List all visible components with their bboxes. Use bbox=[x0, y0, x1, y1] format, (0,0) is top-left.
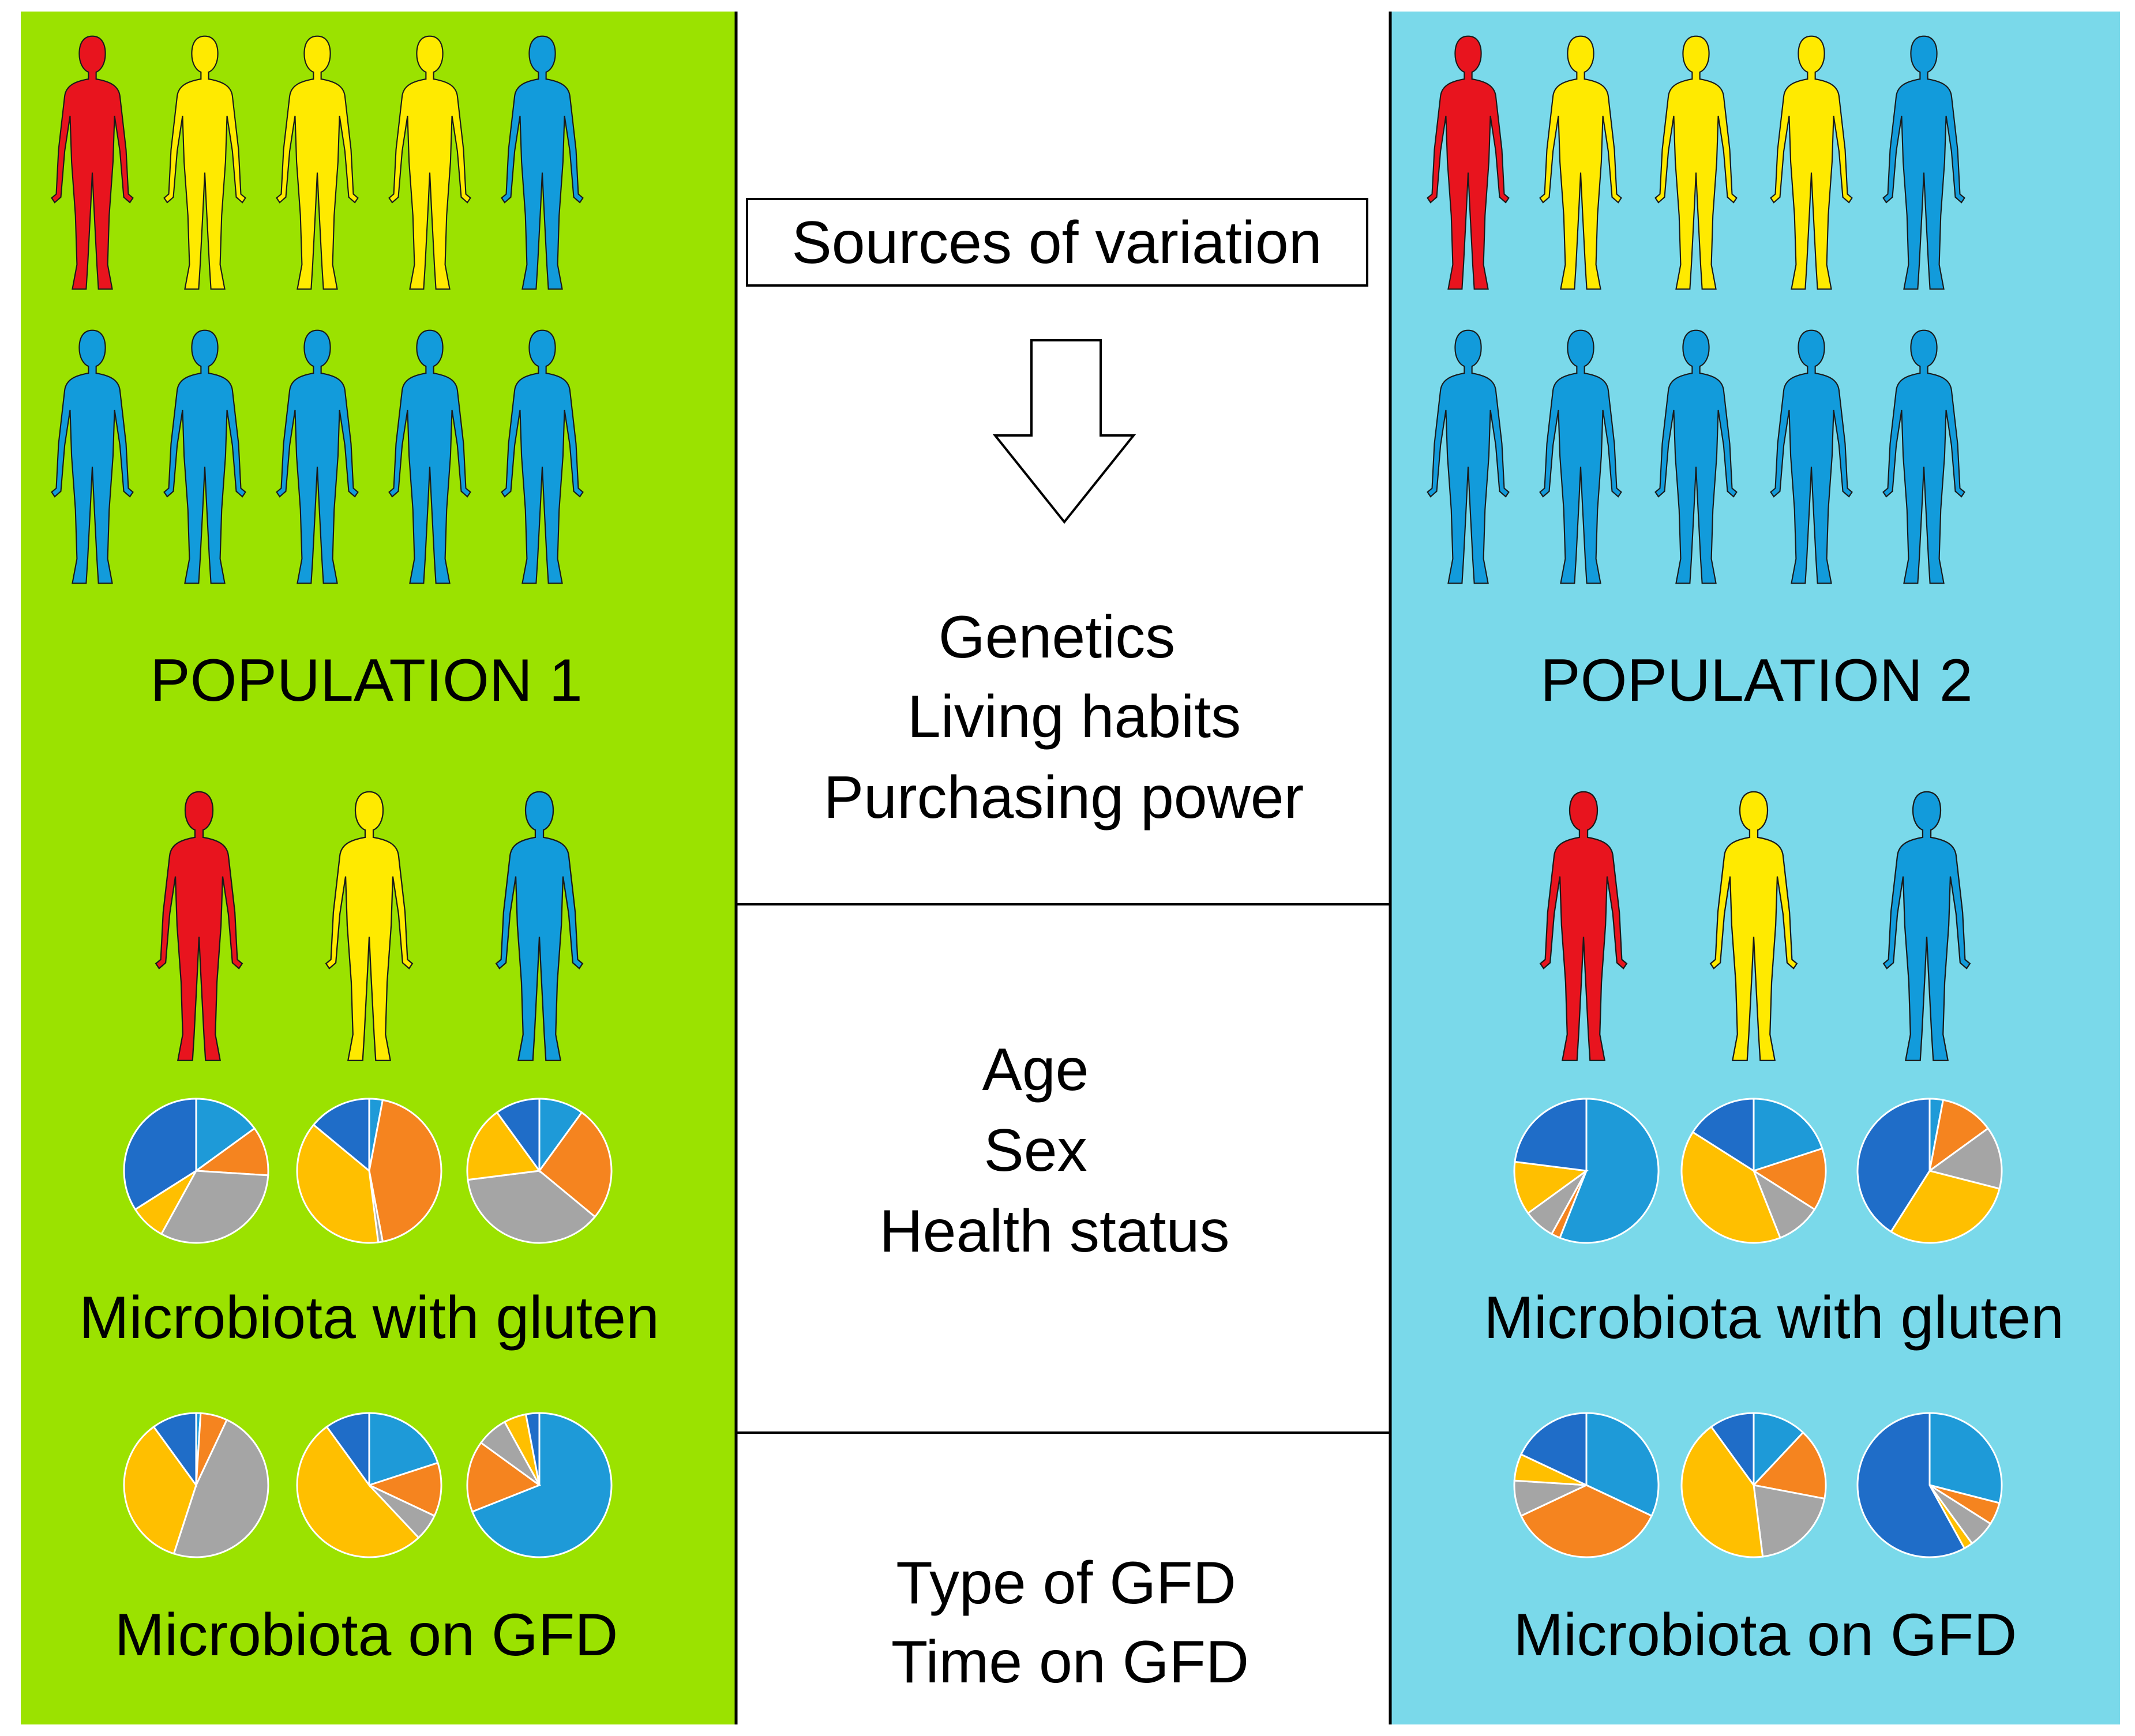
pie-slice-gray bbox=[1753, 1484, 1826, 1558]
variation-item: Time on GFD bbox=[891, 1629, 1249, 1696]
population-1-title: POPULATION 1 bbox=[150, 647, 582, 714]
pie-slice-light-blue bbox=[368, 1412, 439, 1487]
pie-slice-orange bbox=[193, 1127, 269, 1177]
variation-group-1: Genetics Living habits Purchasing power bbox=[824, 604, 1304, 831]
pie-slice-orange bbox=[1519, 1484, 1653, 1558]
pie-slice-gray bbox=[160, 1170, 269, 1244]
pie-slice-yellow bbox=[296, 1123, 380, 1244]
pie-slice-yellow bbox=[1680, 1130, 1781, 1244]
microbiota-pie-chart bbox=[1856, 1098, 2003, 1244]
pie-slice-dark-blue bbox=[1856, 1098, 1931, 1233]
population-2-gfd-label: Microbiota on GFD bbox=[1514, 1602, 2017, 1669]
population-1-gluten-label: Microbiota with gluten bbox=[79, 1284, 659, 1351]
variation-item: Purchasing power bbox=[824, 764, 1304, 831]
pie-slice-light-blue bbox=[195, 1098, 256, 1173]
microbiota-pie-chart bbox=[1680, 1412, 1827, 1558]
pie-slice-light-blue bbox=[471, 1412, 613, 1558]
microbiota-pie-chart bbox=[1513, 1098, 1660, 1244]
pie-slice-dark-blue bbox=[123, 1098, 197, 1211]
microbiota-pie-chart bbox=[1513, 1412, 1660, 1558]
population-1-gluten-pies bbox=[123, 1098, 613, 1244]
pie-slice-gray bbox=[172, 1418, 269, 1558]
variation-item: Genetics bbox=[939, 604, 1175, 671]
variation-item: Health status bbox=[880, 1198, 1230, 1265]
pie-slice-light-blue bbox=[1753, 1412, 1804, 1487]
variation-group-3: Type of GFD Time on GFD bbox=[891, 1550, 1249, 1696]
population-2-gluten-pies bbox=[1513, 1098, 2003, 1244]
microbiota-pie-chart bbox=[1856, 1412, 2003, 1558]
microbiota-pie-chart bbox=[296, 1098, 442, 1244]
microbiota-pie-chart bbox=[466, 1098, 613, 1244]
population-2-gfd-pies bbox=[1513, 1412, 2003, 1558]
pie-slice-gray bbox=[1927, 1127, 2003, 1190]
variation-item: Type of GFD bbox=[896, 1550, 1236, 1617]
pie-slice-yellow bbox=[123, 1425, 197, 1555]
variation-item: Age bbox=[982, 1036, 1089, 1103]
pie-slice-orange bbox=[1928, 1099, 1990, 1173]
pie-slice-light-blue bbox=[1928, 1412, 2003, 1504]
pie-slice-dark-blue bbox=[152, 1412, 197, 1488]
pie-slice-gray bbox=[467, 1170, 596, 1244]
variation-item: Sex bbox=[984, 1117, 1087, 1184]
pie-slice-dark-blue bbox=[1856, 1412, 1966, 1558]
pie-slice-dark-blue bbox=[325, 1412, 370, 1488]
pie-slice-orange bbox=[366, 1461, 442, 1517]
pie-slice-yellow bbox=[1889, 1170, 2001, 1244]
pie-slice-light-blue bbox=[538, 1098, 583, 1174]
down-arrow-icon bbox=[992, 339, 1136, 524]
pie-slice-dark-blue bbox=[1710, 1412, 1755, 1488]
microbiota-pie-chart bbox=[296, 1412, 442, 1558]
microbiota-pie-chart bbox=[1680, 1098, 1827, 1244]
microbiota-pie-chart bbox=[123, 1412, 269, 1558]
microbiota-pie-chart bbox=[466, 1412, 613, 1558]
pie-slice-orange bbox=[1751, 1147, 1827, 1211]
pie-slice-dark-blue bbox=[1691, 1098, 1755, 1173]
microbiota-pie-chart bbox=[123, 1098, 269, 1244]
pie-slice-gray bbox=[1751, 1168, 1816, 1239]
pie-slice-orange bbox=[538, 1111, 613, 1218]
pie-slice-dark-blue bbox=[1519, 1412, 1588, 1487]
pie-slice-dark-blue bbox=[1514, 1098, 1588, 1172]
pie-slice-yellow bbox=[296, 1425, 420, 1558]
pie-slice-orange bbox=[368, 1099, 442, 1243]
pie-slice-light-blue bbox=[1585, 1412, 1660, 1517]
population-2-title: POPULATION 2 bbox=[1540, 647, 1972, 714]
pie-slice-orange bbox=[466, 1441, 542, 1513]
population-1-gfd-pies bbox=[123, 1412, 613, 1558]
pie-slice-yellow bbox=[1680, 1425, 1764, 1558]
pie-slice-dark-blue bbox=[312, 1098, 370, 1173]
pie-slice-dark-blue bbox=[524, 1412, 541, 1486]
population-2-gluten-label: Microbiota with gluten bbox=[1484, 1284, 2064, 1351]
sources-of-variation-label: Sources of variation bbox=[791, 209, 1322, 276]
pie-slice-orange bbox=[1752, 1431, 1827, 1500]
pie-slice-yellow bbox=[1513, 1160, 1589, 1215]
variation-item: Living habits bbox=[907, 683, 1241, 750]
pie-slice-dark-blue bbox=[496, 1098, 541, 1174]
pie-slice-light-blue bbox=[1753, 1098, 1823, 1173]
pie-slice-light-blue bbox=[1559, 1098, 1660, 1244]
variation-group-2: Age Sex Health status bbox=[880, 1036, 1230, 1265]
sources-of-variation-box bbox=[746, 198, 1368, 287]
population-1-gfd-label: Microbiota on GFD bbox=[115, 1602, 618, 1669]
pie-slice-yellow bbox=[466, 1111, 541, 1181]
